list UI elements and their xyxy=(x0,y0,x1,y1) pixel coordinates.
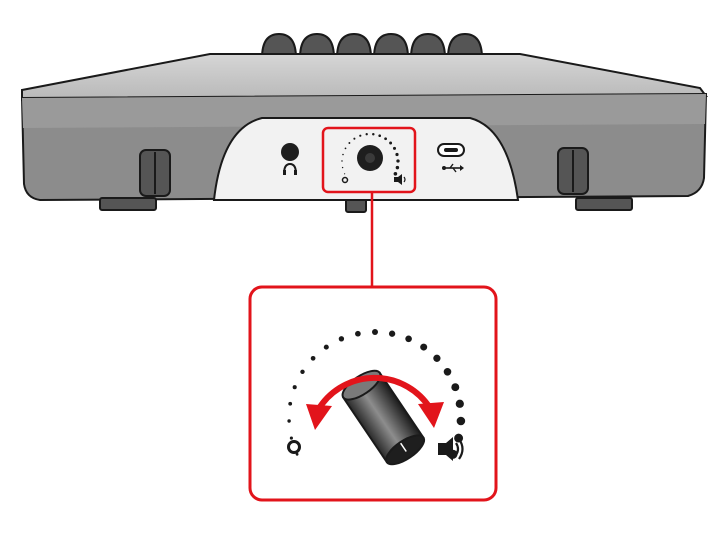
top-knob xyxy=(446,32,484,59)
top-knob xyxy=(260,32,298,59)
scale-dot xyxy=(395,152,399,157)
callout xyxy=(248,285,498,502)
speaker-icon xyxy=(438,437,464,461)
scale-dot xyxy=(454,433,464,443)
scale-dot xyxy=(372,329,378,335)
volume-knob-small xyxy=(341,132,406,185)
scale-dot xyxy=(344,173,346,175)
headphone-jack xyxy=(281,143,299,175)
scale-dot xyxy=(338,336,345,342)
scale-dot xyxy=(451,383,460,392)
scale-dot xyxy=(287,419,291,423)
usb-icon xyxy=(442,163,464,173)
scale-dot xyxy=(353,137,356,140)
device xyxy=(20,32,708,213)
scale-dot xyxy=(372,132,375,136)
usb-port xyxy=(437,143,465,173)
scale-dot xyxy=(310,355,316,361)
scale-dot xyxy=(323,344,329,350)
min-marker xyxy=(287,440,301,454)
scale-dot xyxy=(433,354,441,362)
min-marker-small xyxy=(341,176,349,184)
scale-dot xyxy=(455,399,464,408)
scale-dot xyxy=(420,343,428,351)
scale-dot xyxy=(359,134,362,137)
scale-dot xyxy=(443,368,452,376)
scale-dot xyxy=(396,159,400,163)
scale-dot xyxy=(389,141,393,145)
top-knob xyxy=(298,32,336,59)
speaker-icon-small xyxy=(394,174,406,185)
device-foot xyxy=(99,197,157,211)
scale-dot xyxy=(295,452,299,456)
headphone-icon xyxy=(283,162,297,175)
scale-dot xyxy=(365,133,368,136)
device-foot xyxy=(575,197,633,211)
scale-dot xyxy=(395,165,400,170)
scale-dot xyxy=(378,134,382,138)
scale-dot xyxy=(341,166,344,169)
scale-dot xyxy=(344,147,347,150)
scale-dot xyxy=(393,172,398,176)
scale-dot xyxy=(405,335,412,343)
top-knobs xyxy=(260,32,484,59)
scale-dot xyxy=(288,401,293,406)
scale-dot xyxy=(384,137,387,141)
scale-dot xyxy=(388,330,396,337)
highlight-box xyxy=(321,126,417,194)
double-arrow-icon xyxy=(306,374,444,430)
scale-dot xyxy=(348,142,351,144)
top-knob xyxy=(335,32,373,59)
scale-dot xyxy=(341,160,343,162)
scale-dot xyxy=(355,330,361,337)
scale-dot xyxy=(456,416,466,426)
device-top xyxy=(21,53,708,102)
top-knob xyxy=(409,32,447,59)
top-knob xyxy=(372,32,410,59)
device-front-band xyxy=(22,94,706,128)
scale-dot xyxy=(392,146,397,150)
scale-dot xyxy=(300,369,305,374)
scale-dot xyxy=(342,153,344,156)
scale-dot xyxy=(289,436,293,440)
scale-dot xyxy=(292,385,297,390)
